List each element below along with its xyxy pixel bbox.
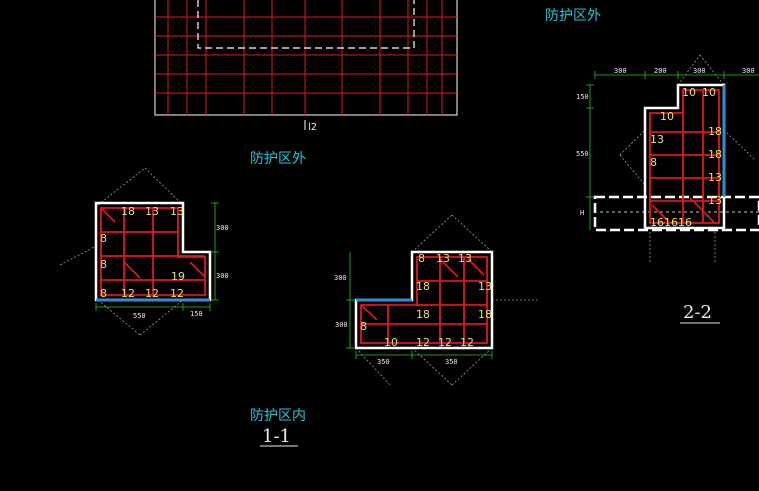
sec2-bar-mark: 12	[438, 336, 452, 349]
sec1-bar-mark: 12	[121, 287, 135, 300]
sec3-bar-mark: 18	[708, 125, 722, 138]
sec3-dim-left-1: 150	[576, 93, 589, 101]
section-title-2-2: 2-2	[683, 302, 712, 323]
sec3-bar-mark: 18	[708, 148, 722, 161]
sec3-dim-left-3: H	[580, 209, 584, 217]
sec2-dim-left: 300	[334, 274, 347, 282]
sec3-dim-top-4: 300	[742, 67, 755, 75]
sec3-bar-mark: 16	[664, 216, 678, 229]
sec3-bar-mark: 13	[708, 194, 722, 207]
sec2-bar-mark: 12	[416, 336, 430, 349]
sec3-bar-mark: 10	[682, 86, 696, 99]
sec2-dim-bottom-right: 350	[445, 358, 458, 366]
sec1-dim-right-top: 300	[216, 224, 229, 232]
section-2-detail: 300 300 350 350 8 13 13 18 18 13 18 8 12…	[334, 214, 540, 386]
sec2-bar-mark: 12	[460, 336, 474, 349]
sec3-bar-mark: 10	[660, 110, 674, 123]
section-1-detail: 550 150 300 300 18 13 13 8 8 8 12 12 19 …	[59, 167, 229, 336]
sec2-bar-mark: 8	[360, 320, 367, 333]
sec2-bar-mark: 13	[458, 252, 472, 265]
sec3-dim-top-2: 200	[654, 67, 667, 75]
section-title-1-1-group: 1-1	[260, 426, 298, 447]
sec1-bar-mark: 8	[100, 287, 107, 300]
sec3-dim-top-3: 300	[693, 67, 706, 75]
section-title-1-1: 1-1	[262, 426, 291, 447]
sec1-bar-mark: 19	[171, 270, 185, 283]
sec2-dim-bottom-left: 350	[377, 358, 390, 366]
sec2-dim-left-low: 300	[335, 321, 348, 329]
grid-marker: l2	[308, 122, 317, 133]
sec2-bar-mark: 13	[478, 280, 492, 293]
sec3-bar-mark: 16	[650, 216, 664, 229]
sec1-dim-right-bottom: 300	[216, 272, 229, 280]
sec1-bar-mark: 12	[170, 287, 184, 300]
zone-label-inside: 防护区内	[250, 408, 306, 424]
sec1-bar-mark: 13	[145, 205, 159, 218]
sec3-dim-top-1: 300	[614, 67, 627, 75]
sec2-bar-mark: 18	[416, 280, 430, 293]
sec2-bar-mark: 10	[384, 336, 398, 349]
sec2-bar-mark: 18	[416, 308, 430, 321]
sec1-bar-mark: 8	[100, 258, 107, 271]
sec1-bar-mark: 8	[100, 232, 107, 245]
sec2-bar-mark: 13	[436, 252, 450, 265]
sec2-bar-mark: 8	[418, 252, 425, 265]
sec3-dim-left-2: 550	[576, 150, 589, 158]
zone-label-outside-top: 防护区外	[545, 8, 601, 24]
sec1-bar-mark: 18	[121, 205, 135, 218]
sec3-bar-mark: 8	[650, 156, 657, 169]
sec3-bar-mark: 13	[650, 133, 664, 146]
sec1-bar-mark: 13	[170, 205, 184, 218]
sec3-bar-mark: 16	[678, 216, 692, 229]
sec1-bar-mark: 12	[145, 287, 159, 300]
sec1-dim-bottom-left: 550	[133, 312, 146, 320]
sec2-bar-mark: 18	[478, 308, 492, 321]
section-title-2-2-group: 2-2	[680, 302, 720, 324]
sec3-bar-mark: 10	[702, 86, 716, 99]
sec3-bar-mark: 13	[708, 171, 722, 184]
section-3-detail: 300 200 300 300 150 550 H 10 10 10 18 18…	[576, 54, 759, 262]
sec1-dim-bottom-right: 150	[190, 310, 203, 318]
plan-view-top	[154, 0, 458, 116]
zone-label-outside-mid: 防护区外	[250, 151, 306, 167]
